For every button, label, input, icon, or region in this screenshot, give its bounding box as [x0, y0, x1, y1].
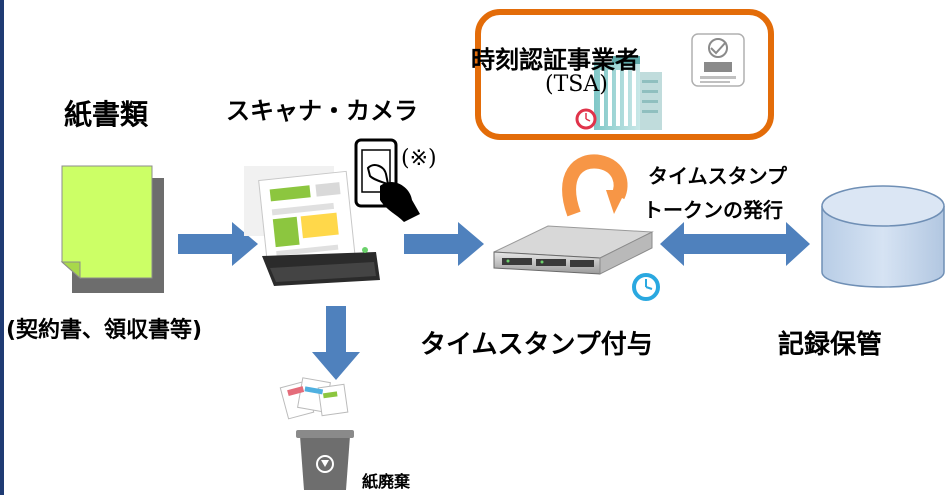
- paper-examples-label: (契約書、領収書等): [6, 318, 203, 343]
- smartphone-hand-icon: [354, 138, 420, 222]
- trash-bin-icon: [279, 377, 354, 490]
- note-mark-label: (※): [401, 146, 437, 171]
- token-issue-label-line2: トークンの発行: [643, 198, 783, 222]
- clock-icon: [632, 273, 660, 301]
- tsa-name-label: 時刻認証事業者: [471, 46, 639, 74]
- paper-documents-label: 紙書類: [64, 98, 149, 131]
- office-building-icon: [594, 56, 662, 130]
- token-issue-label-line1: タイムスタンプ: [648, 164, 787, 188]
- arrow-scanner-to-disposal: [312, 306, 360, 380]
- rack-server-icon: [493, 225, 654, 275]
- paper-disposal-label: 紙廃棄: [362, 472, 411, 491]
- document-scanner-icon: [244, 166, 380, 286]
- scanner-camera-label: スキャナ・カメラ: [226, 97, 418, 125]
- record-storage-label: 記録保管: [778, 330, 883, 360]
- tsa-clock-icon: [575, 108, 597, 130]
- left-border: [0, 0, 4, 495]
- curved-arrow: [562, 154, 628, 217]
- arrow-scanner-to-server: [404, 222, 484, 266]
- paper-document-icon: [60, 165, 164, 293]
- arrow-paper-to-scanner: [178, 222, 258, 266]
- timestamp-grant-label: タイムスタンプ付与: [420, 330, 653, 360]
- database-cylinder-icon: [821, 185, 945, 288]
- certification-seal-icon: [691, 33, 745, 87]
- double-arrow-server-database: [660, 222, 810, 266]
- tsa-abbr-label: (TSA): [545, 72, 608, 97]
